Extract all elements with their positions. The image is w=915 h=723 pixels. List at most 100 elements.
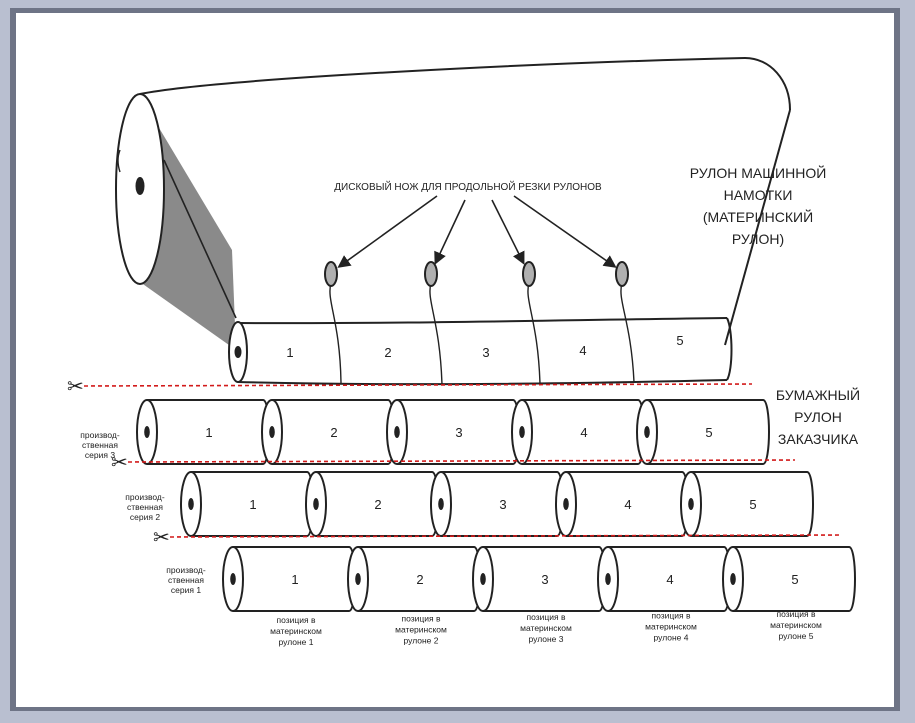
disk-knife-icon xyxy=(615,261,629,287)
disk-knife-icon xyxy=(522,261,536,287)
position-label: позиция в xyxy=(777,609,816,619)
mother-roll-top xyxy=(139,56,791,111)
customer-roll: 4 xyxy=(597,546,731,612)
mother-roll-arrow xyxy=(117,149,121,173)
customer-roll: 5 xyxy=(636,399,770,465)
slit-line xyxy=(620,282,635,383)
roll-core xyxy=(563,498,569,510)
mother-roll-right-edge xyxy=(724,109,791,346)
disk-knife-icon xyxy=(424,261,438,287)
roll-number: 2 xyxy=(374,497,381,512)
slit-line xyxy=(429,282,443,386)
customer-roll: 4 xyxy=(555,471,689,537)
svg-text:РУЛОН МАШИННОЙ: РУЛОН МАШИННОЙ xyxy=(690,164,827,181)
position-label: материнском xyxy=(395,625,447,635)
roll-number: 2 xyxy=(330,425,337,440)
series-label: ственная xyxy=(82,440,118,450)
roll-core xyxy=(480,573,486,585)
roll-core xyxy=(230,573,236,585)
roll-number: 1 xyxy=(249,497,256,512)
strip-numbers: 1 2 3 4 5 xyxy=(286,333,683,360)
knife-label: ДИСКОВЫЙ НОЖ ДЛЯ ПРОДОЛЬНОЙ РЕЗКИ РУЛОНО… xyxy=(334,180,602,193)
position-label: материнском xyxy=(520,623,572,633)
mother-roll-core xyxy=(135,177,145,195)
position-label: материнском xyxy=(770,620,822,630)
position-label: материнском xyxy=(645,622,697,632)
roll-core xyxy=(355,573,361,585)
customer-roll: 2 xyxy=(305,471,439,537)
svg-text:БУМАЖНЫЙ: БУМАЖНЫЙ xyxy=(776,386,860,403)
customer-roll: 3 xyxy=(472,546,606,612)
roll-core xyxy=(688,498,694,510)
series-label: ственная xyxy=(168,575,204,585)
series-label: ственная xyxy=(127,502,163,512)
customer-roll: 2 xyxy=(261,399,395,465)
svg-text:РУЛОН): РУЛОН) xyxy=(732,231,784,247)
roll-number: 5 xyxy=(705,425,712,440)
disk-knife-icon xyxy=(324,261,338,287)
position-label: рулоне 3 xyxy=(529,634,564,644)
strip-number: 1 xyxy=(286,345,293,360)
customer-roll: 5 xyxy=(722,546,856,612)
position-label: рулоне 4 xyxy=(654,633,689,643)
series-label: производ- xyxy=(125,492,165,502)
mother-roll xyxy=(115,56,791,386)
knife-arrows xyxy=(337,195,617,268)
scissors-icon: ✂ xyxy=(67,376,84,398)
strip-number: 3 xyxy=(482,345,489,360)
band-core xyxy=(234,346,242,358)
strip-number: 2 xyxy=(384,345,391,360)
roll-number: 4 xyxy=(666,572,673,587)
roll-number: 4 xyxy=(624,497,631,512)
customer-roll: 5 xyxy=(680,471,814,537)
roll-core xyxy=(438,498,444,510)
roll-core xyxy=(730,573,736,585)
slit-line xyxy=(527,282,541,385)
band-top xyxy=(237,317,728,325)
series-label: производ- xyxy=(166,565,206,575)
cut-line xyxy=(127,459,796,463)
position-label: позиция в xyxy=(277,615,316,625)
customer-roll: 1 xyxy=(222,546,356,612)
mother-roll-label: РУЛОН МАШИННОЙ НАМОТКИ (МАТЕРИНСКИЙ РУЛО… xyxy=(690,164,827,247)
roll-number: 1 xyxy=(205,425,212,440)
series-label: серия 2 xyxy=(130,512,160,522)
position-label: позиция в xyxy=(527,612,566,622)
svg-text:ЗАКАЗЧИКА: ЗАКАЗЧИКА xyxy=(778,431,859,447)
position-label: позиция в xyxy=(652,611,691,621)
band-bottom xyxy=(237,379,728,386)
roll-number: 5 xyxy=(791,572,798,587)
customer-roll: 4 xyxy=(511,399,645,465)
position-label: материнском xyxy=(270,626,322,636)
scissors-icon: ✂ xyxy=(153,527,170,549)
disk-knives xyxy=(324,261,629,287)
position-label: рулоне 1 xyxy=(279,637,314,647)
roll-core xyxy=(605,573,611,585)
roll-number: 3 xyxy=(541,572,548,587)
slit-line xyxy=(329,282,342,384)
series-label: серия 1 xyxy=(171,585,201,595)
svg-text:РУЛОН: РУЛОН xyxy=(794,409,842,425)
mother-roll-shadow xyxy=(140,96,236,350)
svg-text:НАМОТКИ: НАМОТКИ xyxy=(724,187,793,203)
series-label: производ- xyxy=(80,430,120,440)
roll-core xyxy=(188,498,194,510)
roll-number: 5 xyxy=(749,497,756,512)
svg-text:(МАТЕРИНСКИЙ: (МАТЕРИНСКИЙ xyxy=(703,208,813,225)
roll-core xyxy=(519,426,525,438)
arrow-icon xyxy=(337,195,438,268)
arrow-icon xyxy=(491,199,525,265)
roll-body xyxy=(647,399,770,465)
roll-number: 3 xyxy=(455,425,462,440)
arrow-icon xyxy=(434,199,466,265)
arrow-icon xyxy=(513,195,617,268)
roll-body xyxy=(733,546,856,612)
position-label: рулоне 5 xyxy=(779,631,814,641)
roll-core xyxy=(644,426,650,438)
customer-roll: 3 xyxy=(386,399,520,465)
